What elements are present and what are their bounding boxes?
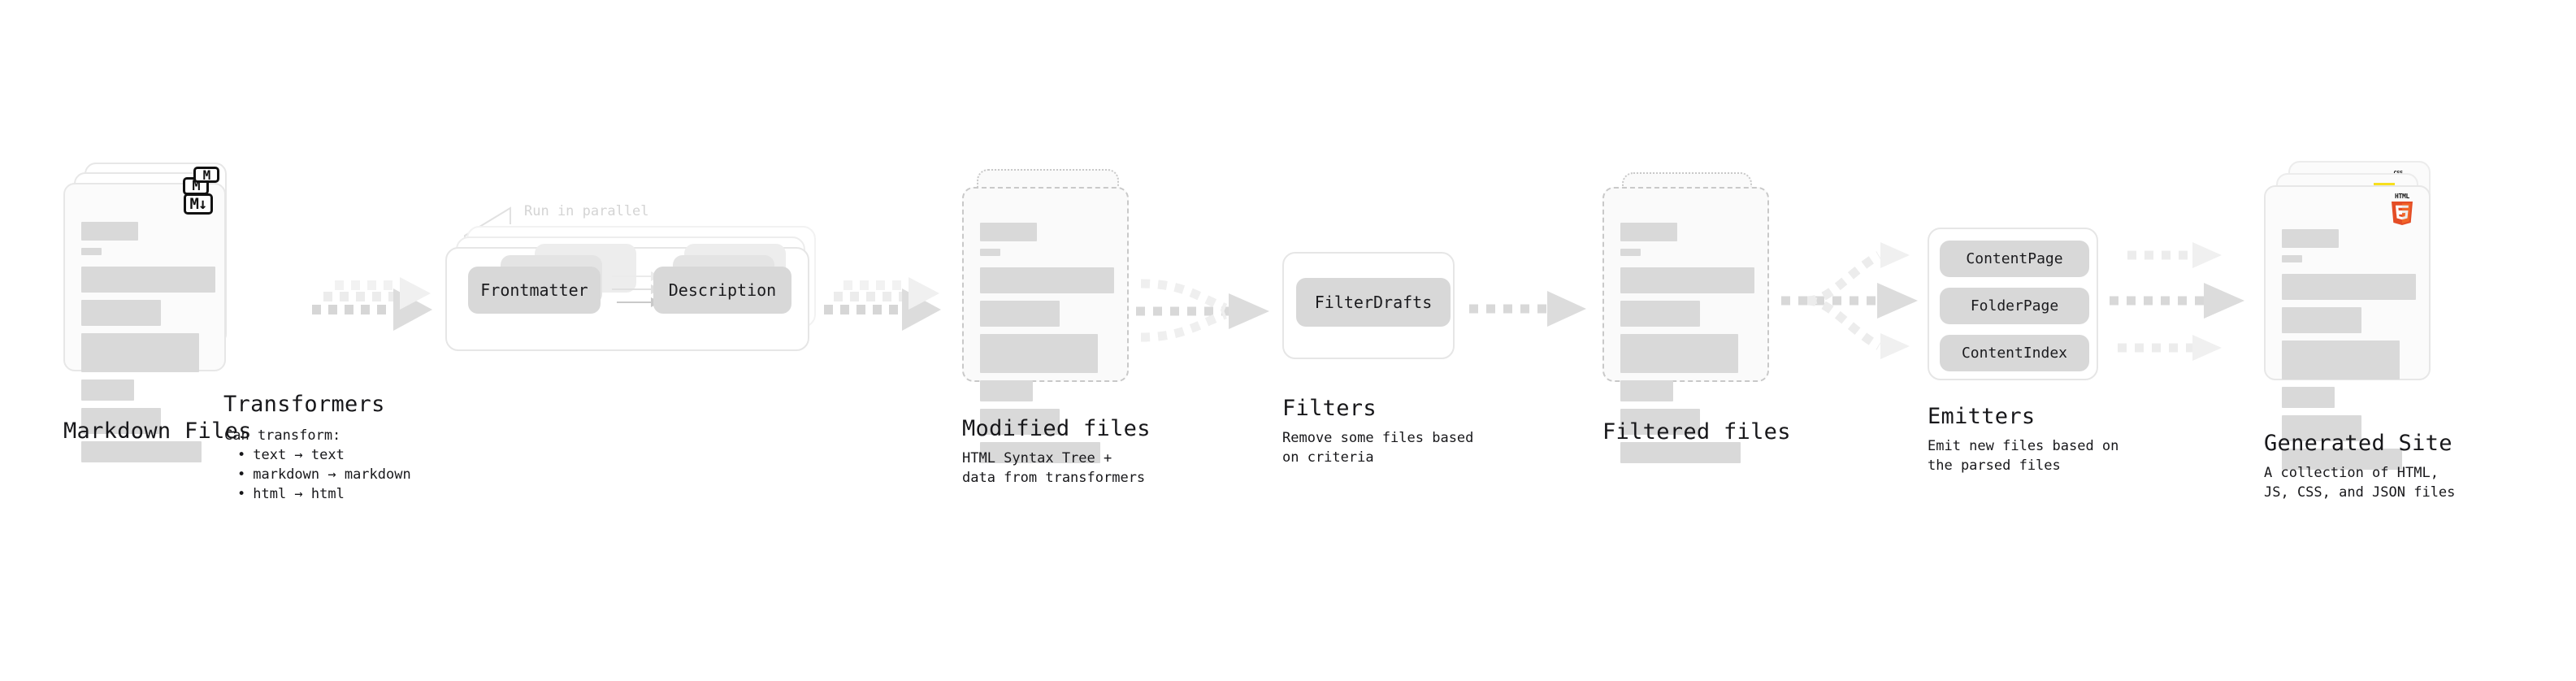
skeleton-line	[1620, 409, 1700, 435]
emitters-title: Emitters	[1928, 404, 2036, 429]
transformers-bullet-1: markdown → markdown	[237, 465, 410, 484]
transformers-caption-lead: Can transform:	[224, 427, 341, 444]
generated-html-file-card: HTML	[2264, 185, 2431, 470]
arrow-modified-to-filters	[1134, 272, 1281, 345]
markdown-icon-back: M	[193, 167, 219, 183]
skeleton-line	[1620, 301, 1700, 327]
skeleton-line	[81, 300, 161, 326]
emitter-chip-contentindex[interactable]: ContentIndex	[1940, 335, 2089, 371]
skeleton-line	[1620, 267, 1754, 293]
skeleton-line	[1620, 334, 1738, 373]
skeleton-line	[2282, 274, 2416, 300]
generated-site-stack: CSS HTML	[2264, 161, 2443, 470]
arrow-filtered-to-emitters	[1780, 228, 1934, 374]
skeleton-line	[81, 248, 102, 255]
skeleton-line	[1620, 442, 1741, 463]
skeleton-line	[980, 301, 1060, 327]
skeleton-line	[980, 334, 1098, 373]
transformers-caption: Can transform: text → text markdown → ma…	[224, 426, 411, 504]
generated-site-skeleton	[2282, 229, 2416, 477]
skeleton-line	[980, 249, 1000, 256]
skeleton-line	[2282, 307, 2361, 333]
skeleton-line	[2282, 229, 2339, 248]
arrow-filters-to-filtered	[1468, 286, 1589, 332]
skeleton-line	[980, 223, 1037, 241]
arrow-markdown-to-transformers	[309, 272, 439, 345]
modified-files-stack	[962, 169, 1134, 463]
skeleton-line	[2282, 255, 2302, 262]
filtered-files-stack	[1602, 172, 1775, 463]
skeleton-line	[2282, 340, 2400, 380]
skeleton-line	[1620, 380, 1673, 401]
html5-icon: HTML	[2389, 193, 2415, 225]
markdown-files-stack: M↓ M M	[63, 163, 234, 462]
skeleton-line	[2282, 449, 2402, 470]
transformers-bullet-list: text → text markdown → markdown html → h…	[224, 445, 411, 504]
modified-file-skeleton	[980, 223, 1114, 471]
modified-file-card-front	[962, 187, 1129, 463]
markdown-file-skeleton	[81, 222, 215, 470]
generated-site-subtitle: A collection of HTML, JS, CSS, and JSON …	[2264, 465, 2456, 501]
transformer-chip-frontmatter[interactable]: Frontmatter	[468, 267, 601, 314]
filters-subtitle: Remove some files based on criteria	[1282, 430, 1474, 466]
filter-chip-filterdrafts[interactable]: FilterDrafts	[1296, 278, 1451, 327]
arrow-transformers-to-modified	[821, 272, 947, 345]
emitters-box: ContentPage FolderPage ContentIndex	[1928, 228, 2098, 380]
filters-box: FilterDrafts	[1282, 252, 1455, 359]
markdown-files-title: Markdown Files	[63, 419, 252, 444]
skeleton-line	[81, 333, 199, 372]
skeleton-line	[980, 442, 1100, 463]
skeleton-line	[2282, 415, 2361, 441]
filters-title: Filters	[1282, 396, 1377, 421]
skeleton-line	[980, 409, 1060, 435]
filtered-file-card-front	[1602, 187, 1769, 463]
skeleton-line	[980, 267, 1114, 293]
transformer-chip-description[interactable]: Description	[653, 267, 791, 314]
arrow-emitters-to-site	[2108, 228, 2262, 374]
run-in-parallel-label: Run in parallel	[524, 203, 649, 219]
transformers-title: Transformers	[223, 392, 385, 417]
emitter-chip-contentpage[interactable]: ContentPage	[1940, 241, 2089, 277]
transformers-group-stack: Frontmatter Description	[445, 226, 827, 364]
transformers-bullet-2: html → html	[237, 484, 411, 504]
generated-site-title: Generated Site	[2264, 431, 2452, 456]
modified-files-title: Modified files	[962, 416, 1151, 441]
modified-files-subtitle: HTML Syntax Tree + data from transformer…	[962, 450, 1146, 486]
markdown-file-card-front: M↓	[63, 183, 226, 462]
skeleton-line	[81, 441, 202, 462]
emitter-chip-folderpage[interactable]: FolderPage	[1940, 288, 2089, 324]
filtered-files-title: Filtered files	[1602, 419, 1791, 445]
skeleton-line	[81, 380, 134, 401]
skeleton-line	[81, 222, 138, 241]
skeleton-line	[2282, 387, 2335, 408]
skeleton-line	[81, 267, 215, 293]
skeleton-line	[980, 380, 1033, 401]
skeleton-line	[1620, 249, 1641, 256]
transformers-bullet-0: text → text	[237, 445, 411, 465]
emitters-subtitle: Emit new files based on the parsed files	[1928, 438, 2119, 474]
markdown-icon: M↓	[184, 193, 213, 215]
filtered-file-skeleton	[1620, 223, 1754, 471]
skeleton-line	[1620, 223, 1677, 241]
skeleton-line	[81, 408, 161, 434]
